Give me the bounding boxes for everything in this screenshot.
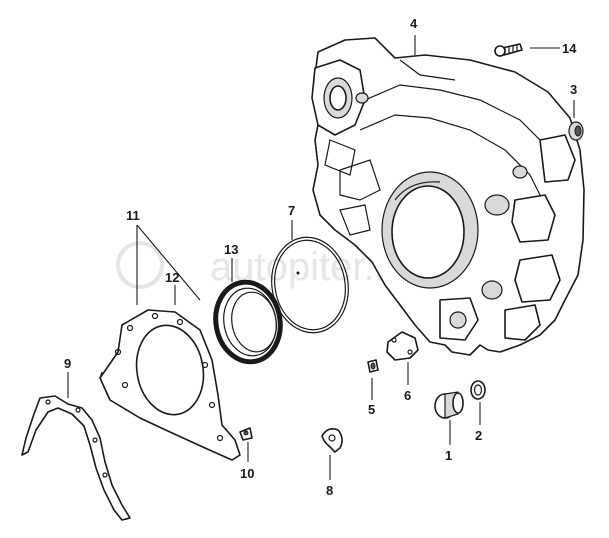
callout-1: 1 bbox=[445, 448, 452, 463]
callout-14: 14 bbox=[562, 41, 577, 56]
bolt-14 bbox=[494, 43, 523, 57]
leader-lines bbox=[67, 35, 575, 480]
flywheel-housing bbox=[311, 37, 585, 356]
callout-12: 12 bbox=[165, 270, 179, 285]
callout-10: 10 bbox=[240, 466, 254, 481]
cap-3 bbox=[568, 121, 584, 141]
callout-3: 3 bbox=[570, 82, 577, 97]
gasket-9 bbox=[21, 395, 131, 521]
callout-11: 11 bbox=[126, 208, 140, 223]
washer-2 bbox=[470, 380, 486, 400]
cover-plate-6 bbox=[386, 331, 419, 361]
plug-1 bbox=[434, 391, 464, 419]
callout-9: 9 bbox=[64, 356, 71, 371]
callout-5: 5 bbox=[368, 402, 375, 417]
callout-labels: 4 14 3 7 13 11 12 9 5 6 1 2 8 10 bbox=[64, 16, 577, 498]
screw-10 bbox=[239, 427, 253, 441]
callout-6: 6 bbox=[404, 388, 411, 403]
callout-7: 7 bbox=[288, 203, 295, 218]
o-ring-7 bbox=[271, 236, 349, 334]
callout-2: 2 bbox=[475, 428, 482, 443]
seal-housing-12 bbox=[99, 309, 241, 461]
callout-13: 13 bbox=[224, 242, 238, 257]
bolt-5 bbox=[367, 359, 379, 373]
clip-8 bbox=[321, 428, 343, 453]
callout-4: 4 bbox=[410, 16, 418, 31]
callout-8: 8 bbox=[326, 483, 333, 498]
rear-seal-13 bbox=[213, 279, 283, 365]
